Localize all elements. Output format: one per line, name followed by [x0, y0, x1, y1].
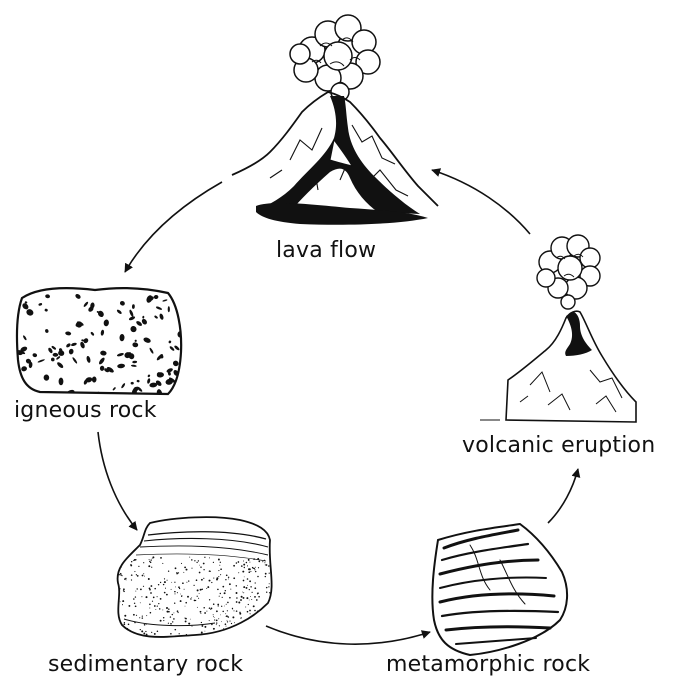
- metamorphic-rock-illustration: [432, 524, 567, 655]
- arrow-eruption-to-lava: [432, 170, 530, 234]
- arrow-metamorphic-to-eruption: [548, 469, 578, 523]
- arrow-lava-to-igneous: [125, 182, 222, 272]
- lava-flow-volcano-illustration: [232, 15, 438, 225]
- label-sedimentary-rock: sedimentary rock: [48, 652, 243, 677]
- arrow-igneous-to-sedimentary: [98, 432, 137, 530]
- igneous-rock-illustration: [17, 285, 183, 398]
- sedimentary-rock-illustration: [117, 517, 271, 637]
- label-volcanic-eruption: volcanic eruption: [462, 433, 655, 458]
- volcanic-eruption-illustration: [506, 235, 636, 422]
- label-lava-flow: lava flow: [276, 238, 376, 263]
- label-igneous-rock: igneous rock: [14, 398, 157, 423]
- label-metamorphic-rock: metamorphic rock: [386, 652, 590, 677]
- arrow-sedimentary-to-metamorphic: [266, 626, 430, 644]
